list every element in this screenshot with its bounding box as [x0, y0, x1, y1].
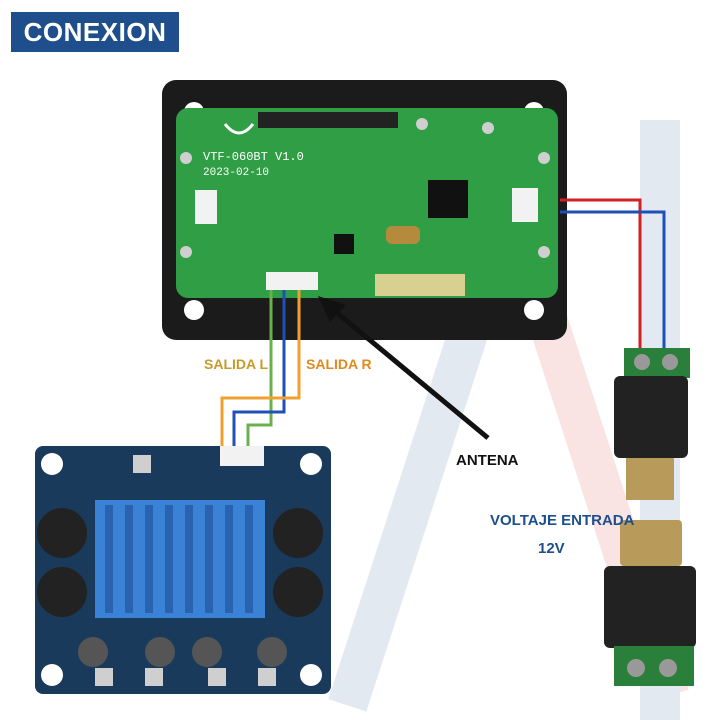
amplifier-board: [35, 446, 331, 694]
audio-wires: [220, 290, 301, 450]
salida-r-label: SALIDA R: [306, 356, 372, 372]
antenna-arrow: [318, 296, 490, 440]
bt-model-text: VTF-060BT V1.0: [203, 150, 304, 164]
antena-label: ANTENA: [456, 452, 519, 469]
dc-power-jack: [614, 348, 690, 500]
title-banner: CONEXION: [11, 12, 179, 52]
bluetooth-module: VTF-060BT V1.0 2023-02-10: [162, 80, 567, 340]
voltaje-label-line1: VOLTAJE ENTRADA: [490, 512, 635, 529]
dc-power-plug: [604, 520, 696, 686]
bt-date-text: 2023-02-10: [203, 167, 269, 179]
power-wires: [560, 198, 666, 352]
voltaje-label-line2: 12V: [538, 540, 565, 557]
salida-l-label: SALIDA L: [204, 356, 269, 372]
title-text: CONEXION: [23, 16, 167, 47]
